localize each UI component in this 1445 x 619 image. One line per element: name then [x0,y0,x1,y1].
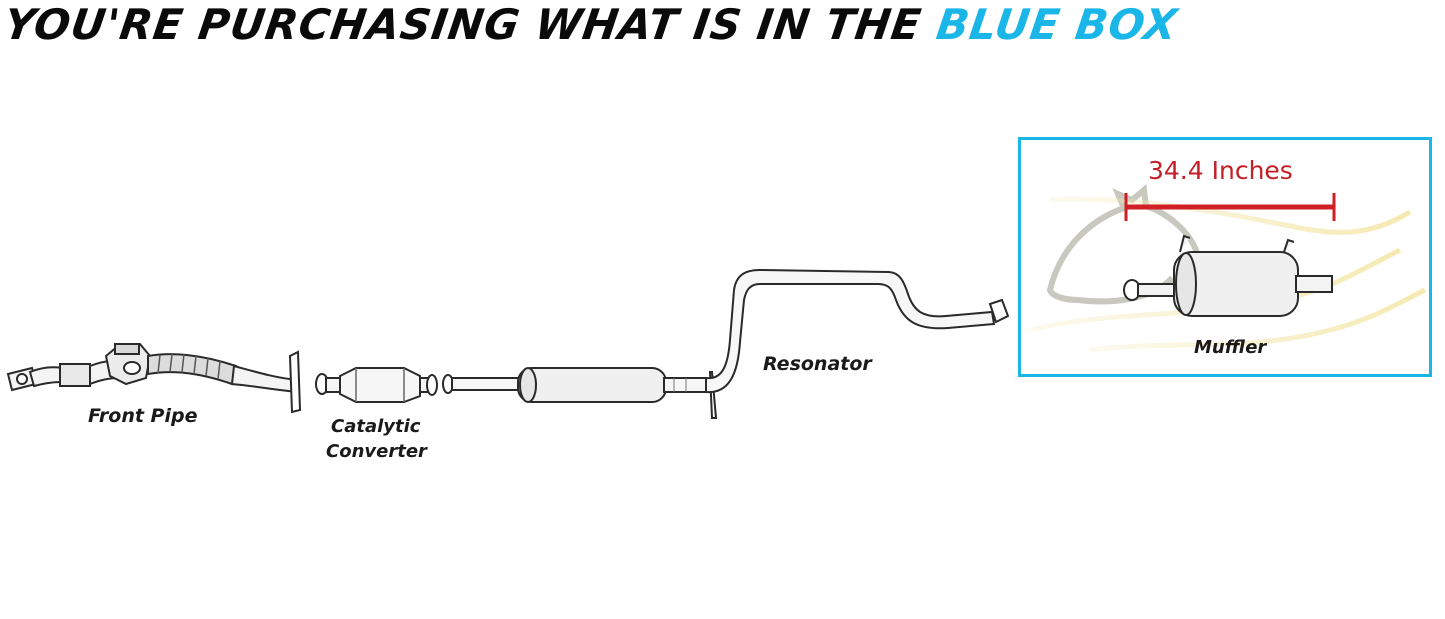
front-pipe-label: Front Pipe [88,405,198,427]
catalytic-converter-label-line1: Catalytic [331,416,421,437]
muffler-drawing [1123,234,1333,317]
muffler-label: Muffler [1194,337,1267,358]
measurement-label: 34.4 Inches [1148,156,1293,185]
front-pipe-drawing [6,342,302,414]
measurement-bar [1124,193,1336,221]
resonator-label: Resonator [763,353,872,375]
catalytic-converter-label-line2: Converter [326,441,427,462]
catalytic-converter-drawing [315,367,438,403]
blue-box [1018,137,1432,377]
resonator-drawing [442,268,1010,419]
